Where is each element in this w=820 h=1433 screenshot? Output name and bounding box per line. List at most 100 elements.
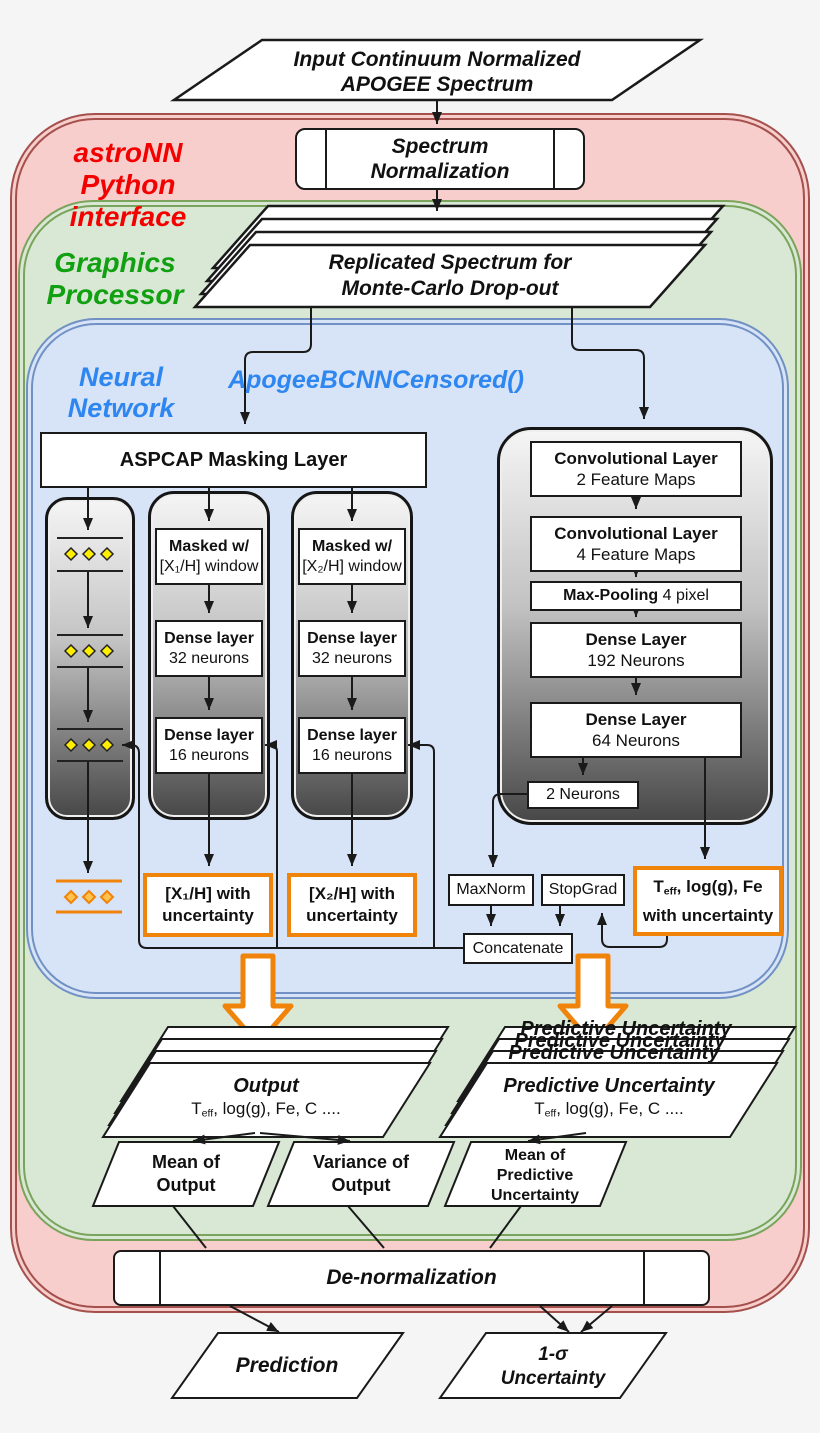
orange-neuron-diamond — [63, 889, 79, 905]
pu-stack-title: Predictive Uncertainty — [503, 1075, 715, 1097]
output-sub-post: , log(g), Fe, C .... — [213, 1099, 341, 1118]
orange-neuron-diamond — [99, 889, 115, 905]
input-node-line1: Input Continuum Normalized — [293, 48, 581, 71]
nn-label-line2: Network — [67, 393, 175, 423]
x1-dense16-line2: 16 neurons — [168, 746, 250, 764]
conv2-line1: Convolutional Layer — [554, 524, 718, 543]
censored-neuron-column — [45, 497, 135, 820]
x2-dense16-line2: 16 neurons — [311, 746, 393, 764]
dense-192-box: Dense Layer 192 Neurons — [530, 622, 742, 678]
dense192-line1: Dense Layer — [585, 630, 687, 649]
prediction-parallelogram — [170, 1332, 405, 1399]
replicated-sheet-front — [192, 243, 708, 309]
x2-dense16-box: Dense layer 16 neurons — [298, 717, 406, 774]
x1-dense16-box: Dense layer 16 neurons — [155, 717, 263, 774]
input-node-text: Input Continuum Normalized APOGEE Spectr… — [237, 47, 637, 97]
x1-masked-window-box: Masked w/ [X₁/H] window — [155, 528, 263, 585]
line-variance-to-denorm — [347, 1205, 385, 1249]
dense64-line1: Dense Layer — [585, 710, 687, 729]
arrow-teff-stopgrad — [597, 913, 668, 948]
teff-post: , log(g), Fe — [676, 877, 763, 897]
x1-dense32-line2: 32 neurons — [168, 649, 250, 667]
teff-sub: eff — [663, 885, 677, 898]
x2-dense32-box: Dense layer 32 neurons — [298, 620, 406, 677]
dense-64-box: Dense Layer 64 Neurons — [530, 702, 742, 758]
x1-masked-line2: [X₁/H] window — [159, 557, 259, 575]
orange-neuron-diamond — [81, 889, 97, 905]
neuron-diamond — [99, 737, 115, 753]
concatenate-box: Concatenate — [463, 933, 573, 964]
output-stack-text: Output Teff, log(g), Fe, C .... — [116, 1074, 416, 1125]
mean-output-text: Mean of Output — [106, 1151, 266, 1197]
output-sub-sub: eff — [201, 1107, 214, 1120]
x2-masked-window-box: Masked w/ [X₂/H] window — [298, 528, 406, 585]
gpu-label-line1: Graphics — [54, 247, 176, 278]
maxpool-bold: Max-Pooling — [563, 587, 659, 604]
output-sheet-front — [101, 1062, 432, 1138]
denormalization-label: De-normalization — [326, 1266, 497, 1289]
gpu-label: Graphics Processor — [15, 247, 215, 311]
spectrum-norm-line1: Spectrum — [391, 135, 489, 158]
teff-out-line1: Teff, log(g), Fe — [653, 875, 762, 904]
mean-pu-text: Mean of Predictive Uncertainty — [460, 1146, 610, 1206]
pu-sub-sub: eff — [544, 1107, 557, 1120]
arrow-output-to-variance — [259, 1132, 351, 1145]
x2-out-line2: uncertainty — [306, 906, 398, 925]
x2-dense32-line1: Dense layer — [307, 629, 397, 647]
teff-out-line2: with uncertainty — [642, 905, 774, 925]
neuron-diamond — [81, 737, 97, 753]
replicated-spectrum-text: Replicated Spectrum for Monte-Carlo Drop… — [250, 250, 650, 302]
big-orange-arrow-left — [222, 953, 294, 1047]
pu-sheet-1-title: Predictive Uncertainty — [508, 1042, 720, 1064]
arrow-2neurons-maxnorm — [488, 793, 527, 867]
stopgrad-box: StopGrad — [541, 874, 625, 906]
conv1-line1: Convolutional Layer — [554, 449, 718, 468]
x2-masked-line2: [X₂/H] window — [302, 557, 402, 575]
output-stack-subline: Teff, log(g), Fe, C .... — [116, 1098, 416, 1125]
variance-output-line1: Variance of — [312, 1152, 410, 1172]
apogee-function-label: ApogeeBCNNCensored() — [228, 366, 524, 394]
big-orange-arrow-right — [557, 953, 629, 1047]
neuron-diamond — [99, 546, 115, 562]
pu-sub-post: , log(g), Fe, C .... — [556, 1099, 684, 1118]
x2-dense32-line2: 32 neurons — [311, 649, 393, 667]
x1-uncertainty-box: [X₁/H] with uncertainty — [143, 873, 273, 937]
nn-label: Neural Network — [21, 362, 221, 424]
mean-output-line2: Output — [156, 1175, 216, 1195]
teff-pre: T — [653, 877, 664, 897]
conv1-line2: 2 Feature Maps — [576, 470, 696, 489]
predefined-process-line — [325, 130, 327, 188]
arrow-pu-to-meanpu — [527, 1132, 587, 1145]
pu-sheet-front — [438, 1062, 779, 1138]
line-meanpu-to-denorm — [489, 1205, 522, 1249]
teff-uncertainty-box: Teff, log(g), Fe with uncertainty — [633, 866, 783, 936]
conv-layer-2-box: Convolutional Layer 4 Feature Maps — [530, 516, 742, 572]
mean-output-line1: Mean of — [151, 1152, 220, 1172]
mean-pu-line2: Predictive — [496, 1167, 574, 1184]
pu-stack-subline: Teff, log(g), Fe, C .... — [459, 1098, 759, 1125]
maxpool-rest: 4 pixel — [658, 587, 709, 604]
neuron-diamond — [81, 546, 97, 562]
dense64-line2: 64 Neurons — [592, 731, 680, 750]
mean-output-parallelogram — [91, 1141, 281, 1207]
mean-pu-line1: Mean of — [504, 1147, 566, 1164]
sigma-text: 1-σ Uncertainty — [453, 1343, 653, 1391]
output-stack-title: Output — [233, 1075, 299, 1097]
astronn-label-line2: Python interface — [69, 169, 187, 232]
variance-output-parallelogram — [266, 1141, 456, 1207]
replicated-line2: Monte-Carlo Drop-out — [341, 277, 559, 300]
arrow-denorm-to-sigma-2 — [580, 1305, 613, 1333]
conv2-line2: 4 Feature Maps — [576, 545, 696, 564]
spectrum-normalization-box: Spectrum Normalization — [295, 128, 585, 190]
pu-stack-text: Predictive Uncertainty Teff, log(g), Fe,… — [459, 1074, 759, 1125]
astronn-label-line1: astroNN — [73, 137, 183, 168]
sigma-line2: Uncertainty — [500, 1368, 606, 1389]
astronn-label: astroNN Python interface — [28, 137, 228, 233]
line-mean-to-denorm — [172, 1205, 207, 1249]
variance-output-text: Variance of Output — [281, 1151, 441, 1197]
max-pooling-box: Max-Pooling 4 pixel — [530, 581, 742, 611]
arrow-replicated-to-aspcap — [240, 307, 312, 424]
predefined-process-line — [553, 130, 555, 188]
